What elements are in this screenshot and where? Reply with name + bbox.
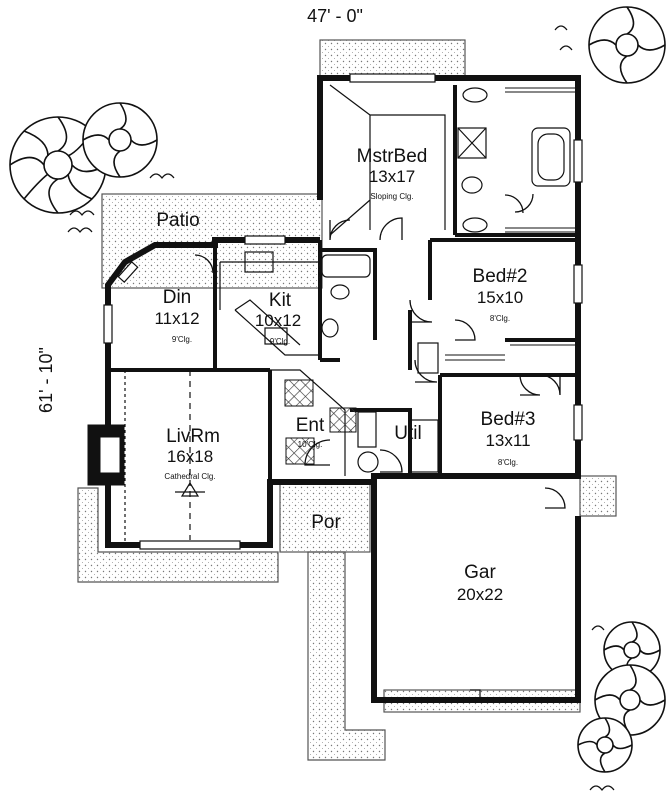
door-swing [379,449,403,473]
room-por-name: Por [311,512,341,533]
hall-lav [321,318,339,338]
door-swing [519,374,541,396]
entry-tile [284,379,357,465]
hall-toilet [330,284,350,300]
exterior-paving [77,39,617,761]
door-swing [454,319,476,341]
hall-tub [321,254,371,278]
range [244,251,274,273]
kit-closet [357,411,377,448]
shrub [588,6,666,84]
main-outline [105,75,581,548]
room-gar-size: 20x22 [457,585,503,604]
room-kit-size: 10x12 [255,311,301,330]
door-swing [409,299,433,323]
width-dimension: 47' - 0" [307,6,363,26]
room-kit-note: 9'Clg. [270,337,290,346]
shrub [82,102,158,178]
room-livrm-name: LivRm [166,426,220,447]
exterior-walls [87,73,583,703]
closet-shelves [445,87,578,361]
room-livrm-size: 16x18 [167,447,213,466]
master-shower [457,127,487,159]
room-din-size: 11x12 [154,309,199,328]
hall-linen [417,342,439,374]
sink [264,327,288,345]
shrub [577,717,633,773]
master-toilet [461,176,483,194]
kitchen-counter [219,261,318,356]
room-bed2-name: Bed#2 [473,266,528,287]
room-labels: MstrBed 13x17 Sloping Clg. Bed#2 15x10 8… [154,146,535,604]
room-ent-name: Ent [296,415,325,436]
master-tub [531,127,571,187]
room-bed2-size: 15x10 [477,288,523,307]
master-lav [462,87,488,103]
door-swing [514,193,534,213]
landscaping [9,6,666,791]
shrub [9,116,107,214]
room-bed3-size: 13x11 [485,431,530,450]
door-swing [379,217,403,241]
water-heater [357,451,379,473]
sloping-ceiling-lines [329,84,446,236]
driveway-walk [307,551,386,761]
room-mstrbed-note: Sloping Clg. [370,192,413,201]
doors [194,193,566,509]
room-bed3-name: Bed#3 [481,409,536,430]
depth-dimension: 61' - 10" [36,347,56,413]
room-gar-name: Gar [464,562,496,583]
liv-arrow [175,481,205,497]
room-din-name: Din [163,287,192,308]
room-mstrbed-size: 13x17 [369,167,415,186]
room-bed2-note: 8'Clg. [490,314,510,323]
front-walk-planter [77,487,279,583]
windows [103,73,583,550]
room-mstrbed-name: MstrBed [357,146,428,167]
master-bay-slab [319,39,466,81]
side-stoop [579,475,617,517]
shrub [594,664,666,736]
door-swing [504,194,524,214]
door-swing [414,359,438,383]
door-swing [539,374,561,396]
door-swing [544,487,566,509]
room-din-note: 9'Clg. [172,335,192,344]
room-ent-note: 10'Clg. [298,440,323,449]
room-livrm-note: Cathedral Clg. [164,472,215,481]
door-swing [329,219,351,241]
room-util-name: Util [394,423,421,444]
interior-details [124,84,578,700]
shrub [603,621,661,679]
washer [409,419,439,473]
room-bed3-note: 8'Clg. [498,458,518,467]
door-swing [194,254,214,274]
room-patio-name: Patio [156,210,199,231]
garage-outline [371,476,581,703]
ground-cover [67,25,615,791]
room-kit-name: Kit [269,290,292,311]
entry-diagonal [270,369,346,476]
